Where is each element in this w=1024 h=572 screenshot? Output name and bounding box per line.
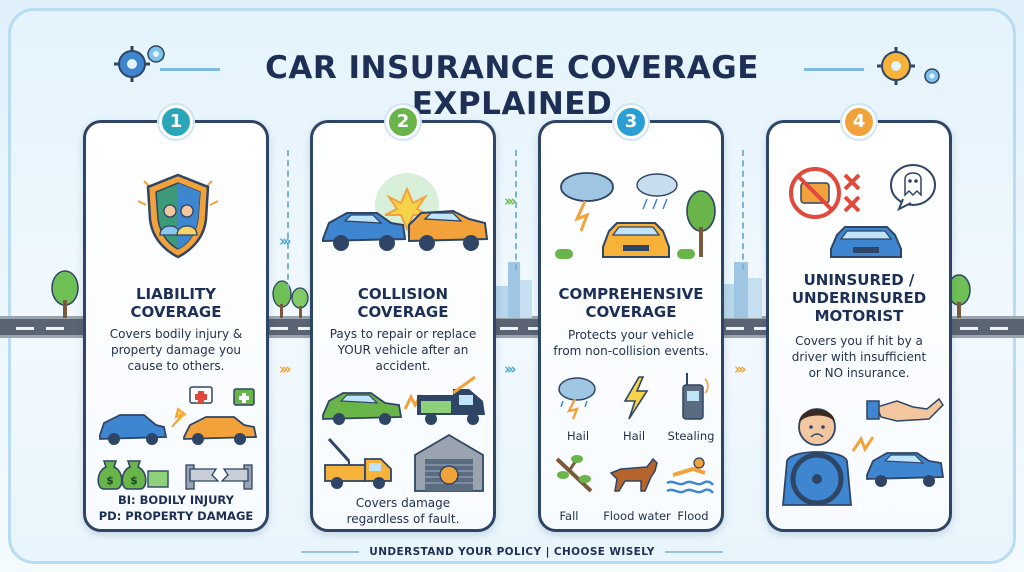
legend-pd: PD: PROPERTY DAMAGE <box>98 509 254 523</box>
tree-icon <box>272 280 309 318</box>
page-title: CAR INSURANCE COVERAGE EXPLAINED <box>265 50 759 122</box>
chevron-right-icon: ››› <box>279 360 291 378</box>
svg-text:$: $ <box>130 474 138 487</box>
walkie-talkie-icon <box>682 373 709 420</box>
collision-cars-icon <box>99 386 258 445</box>
city-buildings-icon <box>496 262 532 318</box>
tree-icon <box>947 274 971 318</box>
worried-driver-icon <box>782 397 945 506</box>
tow-truck-icon <box>324 433 484 492</box>
footer-left-text: UNDERSTAND YOUR POLICY <box>369 546 542 558</box>
footer-decoration <box>301 551 360 553</box>
hail-cloud-icon <box>558 377 596 420</box>
legend-bi: BI: BODILY INJURY <box>118 493 234 507</box>
lightning-icon <box>623 376 649 420</box>
connector-line <box>287 150 289 290</box>
footer-decoration <box>664 551 723 553</box>
card-description: Covers bodily injury &property damage yo… <box>109 327 243 373</box>
title-banner: CAR INSURANCE COVERAGE EXPLAINED <box>160 44 864 122</box>
chevron-right-icon: ››› <box>504 192 516 210</box>
chevron-right-icon: ››› <box>734 360 746 378</box>
footer-separator: | <box>545 546 550 558</box>
chevron-right-icon: ››› <box>279 232 291 250</box>
icon-label: Fall <box>559 509 579 523</box>
footer-tagline: UNDERSTAND YOUR POLICY | CHOOSE WISELY <box>0 546 1024 558</box>
connector-line <box>742 150 744 270</box>
money-bags-icon: $ $ <box>97 460 253 490</box>
no-wallet-icon <box>789 164 936 258</box>
title-decoration-left <box>160 68 220 71</box>
step-badge: 3 <box>614 105 648 139</box>
icon-label: Hail <box>622 429 646 443</box>
connector-line <box>515 150 517 270</box>
fallen-branch-icon <box>555 455 593 493</box>
icon-label: Hail <box>566 429 590 443</box>
chevron-right-icon: ››› <box>504 360 516 378</box>
step-badge: 4 <box>842 105 876 139</box>
svg-text:$: $ <box>106 474 114 487</box>
gears-icon <box>877 47 940 85</box>
car-crash-icon <box>322 375 485 425</box>
icon-label: Flood <box>677 509 709 523</box>
storm-car-icon <box>555 172 716 259</box>
shield-family-icon <box>137 173 219 259</box>
footer-right-text: CHOOSE WISELY <box>553 546 655 558</box>
swimmer-icon <box>666 457 715 494</box>
icon-label: Flood water <box>603 509 671 523</box>
step-badge: 2 <box>386 105 420 139</box>
step-badge: 1 <box>159 105 193 139</box>
title-decoration-right <box>804 68 864 71</box>
crashing-cars-icon <box>322 173 489 251</box>
animal-icon <box>609 457 658 492</box>
city-buildings-icon <box>722 262 762 318</box>
tree-icon <box>51 270 79 318</box>
gears-icon <box>114 45 165 82</box>
icon-label: Stealing <box>667 429 715 443</box>
